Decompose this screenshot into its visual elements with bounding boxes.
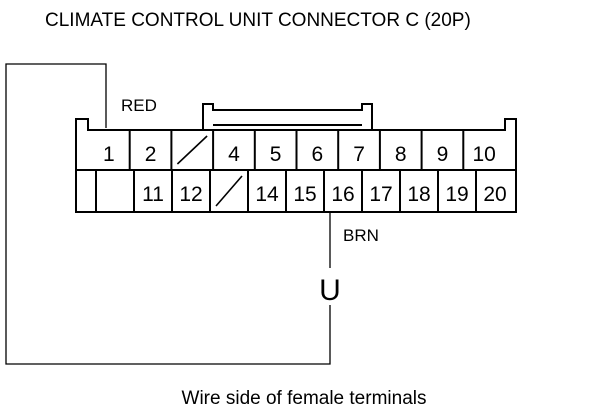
diagram-caption: Wire side of female terminals — [181, 388, 427, 409]
unused-cavity-slash — [176, 135, 208, 165]
pin-label-4: 4 — [228, 143, 240, 166]
pin-label-17: 17 — [369, 183, 392, 206]
pin-label-10: 10 — [472, 143, 495, 166]
pin-label-1: 1 — [103, 143, 115, 166]
pin-label-15: 15 — [293, 183, 316, 206]
pin-label-5: 5 — [270, 143, 282, 166]
wire-label-brn: BRN — [343, 226, 379, 245]
pin-label-6: 6 — [312, 143, 324, 166]
connector-housing — [75, 103, 517, 213]
wire-label-red: RED — [121, 96, 157, 115]
pin-label-7: 7 — [353, 143, 365, 166]
pin-label-2: 2 — [145, 143, 157, 166]
pin-label-14: 14 — [255, 183, 279, 206]
pin-label-8: 8 — [395, 143, 407, 166]
pin-label-12: 12 — [179, 183, 202, 206]
pin-label-19: 19 — [445, 183, 468, 206]
pin-label-16: 16 — [331, 183, 354, 206]
diagram-title: CLIMATE CONTROL UNIT CONNECTOR C (20P) — [45, 10, 471, 31]
pin-label-20: 20 — [483, 183, 506, 206]
pin-label-11: 11 — [142, 183, 164, 206]
test-wire — [5, 63, 331, 365]
unused-cavity-slash — [215, 175, 243, 207]
pin-label-9: 9 — [437, 143, 449, 166]
pin-label-18: 18 — [407, 183, 430, 206]
probe-symbol: U — [319, 274, 341, 307]
